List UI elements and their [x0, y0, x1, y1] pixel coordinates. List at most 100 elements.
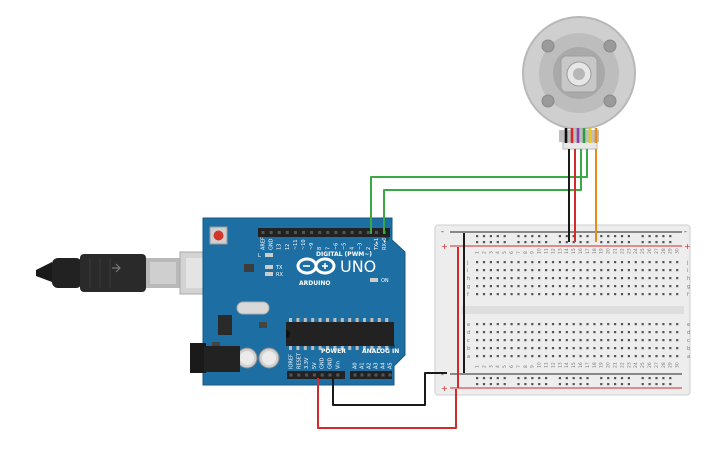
breadboard-hole[interactable]	[641, 323, 644, 326]
breadboard-hole[interactable]	[593, 331, 596, 334]
breadboard-hole[interactable]	[538, 339, 541, 342]
breadboard-hole[interactable]	[545, 347, 548, 350]
breadboard-hole[interactable]	[551, 261, 555, 264]
breadboard-hole[interactable]	[565, 277, 568, 280]
breadboard-hole[interactable]	[558, 293, 561, 296]
rail-hole[interactable]	[662, 241, 665, 244]
breadboard-hole[interactable]	[558, 339, 561, 342]
breadboard-hole[interactable]	[558, 323, 561, 326]
breadboard-hole[interactable]	[572, 331, 575, 334]
rail-hole[interactable]	[600, 383, 603, 386]
digital-pin-hole[interactable]	[261, 231, 265, 234]
rail-hole[interactable]	[531, 235, 534, 238]
breadboard-hole[interactable]	[662, 339, 665, 342]
breadboard-hole[interactable]	[517, 347, 520, 350]
breadboard-hole[interactable]	[545, 339, 548, 342]
breadboard-hole[interactable]	[551, 323, 555, 326]
breadboard-hole[interactable]	[586, 293, 589, 296]
breadboard-hole[interactable]	[607, 277, 610, 280]
rail-hole[interactable]	[648, 377, 651, 380]
breadboard-hole[interactable]	[662, 355, 665, 358]
rail-hole[interactable]	[586, 235, 589, 238]
breadboard-hole[interactable]	[503, 323, 506, 326]
analog-pin-hole[interactable]	[360, 373, 364, 377]
rail-hole[interactable]	[586, 377, 589, 380]
breadboard-hole[interactable]	[648, 323, 651, 326]
digital-pin-hole[interactable]	[269, 231, 273, 234]
breadboard-hole[interactable]	[517, 355, 520, 358]
breadboard-hole[interactable]	[545, 323, 548, 326]
breadboard-hole[interactable]	[662, 285, 665, 288]
rail-hole[interactable]	[496, 377, 499, 380]
breadboard-hole[interactable]	[476, 277, 479, 280]
rail-hole[interactable]	[538, 383, 541, 386]
rail-hole[interactable]	[620, 383, 624, 386]
breadboard-hole[interactable]	[538, 277, 541, 280]
rail-hole[interactable]	[648, 241, 651, 244]
breadboard-hole[interactable]	[579, 355, 582, 358]
breadboard-hole[interactable]	[565, 331, 568, 334]
rail-hole[interactable]	[579, 241, 582, 244]
breadboard-hole[interactable]	[517, 331, 520, 334]
rail-hole[interactable]	[614, 235, 617, 238]
rail-hole[interactable]	[641, 383, 644, 386]
rail-hole[interactable]	[517, 377, 520, 380]
breadboard-hole[interactable]	[627, 285, 630, 288]
breadboard-hole[interactable]	[634, 293, 637, 296]
rail-hole[interactable]	[503, 383, 506, 386]
breadboard-hole[interactable]	[641, 277, 644, 280]
breadboard-hole[interactable]	[627, 355, 630, 358]
rail-hole[interactable]	[627, 235, 630, 238]
rail-hole[interactable]	[545, 383, 548, 386]
breadboard-hole[interactable]	[600, 355, 603, 358]
breadboard-hole[interactable]	[503, 261, 506, 264]
rail-hole[interactable]	[662, 235, 665, 238]
breadboard-hole[interactable]	[614, 331, 617, 334]
breadboard-hole[interactable]	[545, 293, 548, 296]
digital-pin-hole[interactable]	[326, 231, 330, 234]
breadboard-hole[interactable]	[586, 347, 589, 350]
rail-hole[interactable]	[648, 235, 651, 238]
breadboard-hole[interactable]	[489, 347, 492, 350]
rail-hole[interactable]	[620, 377, 624, 380]
breadboard-hole[interactable]	[579, 347, 582, 350]
breadboard-hole[interactable]	[489, 293, 492, 296]
breadboard-hole[interactable]	[482, 347, 486, 350]
rail-hole[interactable]	[600, 377, 603, 380]
breadboard-hole[interactable]	[676, 331, 679, 334]
breadboard-hole[interactable]	[627, 331, 630, 334]
digital-pin-hole[interactable]	[310, 231, 314, 234]
breadboard-hole[interactable]	[503, 269, 506, 272]
rail-hole[interactable]	[655, 241, 658, 244]
reset-button[interactable]	[209, 226, 228, 245]
rail-hole[interactable]	[620, 235, 624, 238]
breadboard-hole[interactable]	[558, 285, 561, 288]
breadboard-hole[interactable]	[496, 331, 499, 334]
breadboard-hole[interactable]	[586, 323, 589, 326]
breadboard-hole[interactable]	[510, 339, 513, 342]
breadboard-hole[interactable]	[503, 285, 506, 288]
breadboard-hole[interactable]	[607, 339, 610, 342]
breadboard-hole[interactable]	[627, 339, 630, 342]
breadboard-hole[interactable]	[627, 347, 630, 350]
breadboard-hole[interactable]	[482, 355, 486, 358]
breadboard-hole[interactable]	[655, 355, 658, 358]
digital-pin-hole[interactable]	[350, 231, 354, 234]
breadboard-hole[interactable]	[503, 347, 506, 350]
rail-hole[interactable]	[655, 377, 658, 380]
breadboard-hole[interactable]	[538, 323, 541, 326]
rail-hole[interactable]	[620, 241, 624, 244]
breadboard-hole[interactable]	[510, 347, 513, 350]
breadboard-hole[interactable]	[627, 277, 630, 280]
breadboard-hole[interactable]	[627, 269, 630, 272]
breadboard-hole[interactable]	[586, 355, 589, 358]
rail-hole[interactable]	[538, 377, 541, 380]
breadboard-hole[interactable]	[531, 347, 534, 350]
rail-hole[interactable]	[476, 241, 479, 244]
breadboard-hole[interactable]	[489, 355, 492, 358]
breadboard-hole[interactable]	[531, 331, 534, 334]
breadboard-hole[interactable]	[524, 261, 527, 264]
rail-hole[interactable]	[503, 235, 506, 238]
breadboard-hole[interactable]	[545, 331, 548, 334]
breadboard-hole[interactable]	[655, 347, 658, 350]
